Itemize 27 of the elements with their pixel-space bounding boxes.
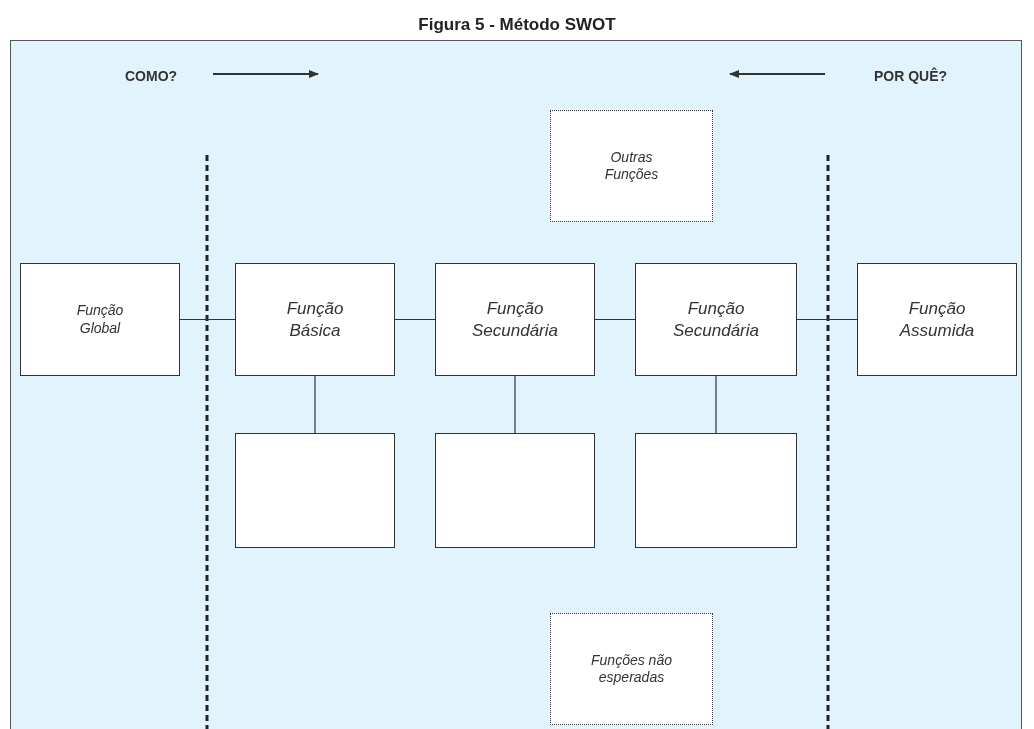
- box-label: Função Secundária: [471, 298, 559, 341]
- function-box: [857, 263, 1017, 376]
- function-box: [20, 263, 180, 376]
- connector-line: [594, 318, 636, 321]
- figure-title: Figura 5 - Método SWOT: [417, 14, 617, 36]
- box-label: Função Assumida: [898, 298, 976, 341]
- connector-line: [179, 318, 236, 321]
- function-box: [550, 613, 713, 725]
- box-label: Função Secundária: [672, 298, 760, 341]
- box-label: Funções não esperadas: [590, 651, 673, 687]
- function-box: [235, 263, 395, 376]
- empty-box: [235, 433, 395, 548]
- direction-label: POR QUÊ?: [874, 66, 948, 86]
- empty-box: [635, 433, 797, 548]
- connector-line: [796, 318, 858, 321]
- connector-line: [715, 375, 717, 434]
- connector-line: [394, 318, 436, 321]
- function-box: [550, 110, 713, 222]
- direction-label: COMO?: [125, 67, 178, 86]
- connector-line: [514, 375, 516, 434]
- empty-box: [435, 433, 595, 548]
- function-box: [635, 263, 797, 376]
- box-label: Outras Funções: [603, 148, 660, 184]
- box-label: Função Básica: [285, 298, 345, 341]
- function-box: [435, 263, 595, 376]
- connector-line: [314, 375, 316, 434]
- box-label: Função Global: [75, 302, 125, 337]
